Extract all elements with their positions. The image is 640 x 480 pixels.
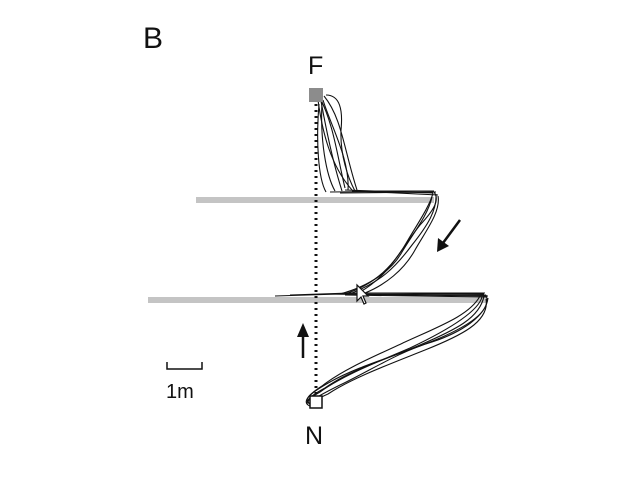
arrow-down-left-icon <box>437 219 462 252</box>
arrow-up-icon <box>297 323 309 358</box>
trace-segment <box>355 190 439 196</box>
panel-label: B <box>143 22 163 55</box>
trace-segment <box>321 101 336 192</box>
trace-segment <box>306 295 481 406</box>
nest-label: N <box>305 422 323 450</box>
trace-segment <box>325 94 356 192</box>
trace-segment <box>364 195 439 294</box>
trace-segment <box>344 294 488 298</box>
mouse-pointer-icon <box>356 283 370 305</box>
route-traces <box>274 94 489 408</box>
trace-segment <box>329 293 489 297</box>
nest-marker <box>309 395 323 409</box>
trace-segment <box>289 292 485 296</box>
trace-segment <box>317 103 327 193</box>
scale-bar <box>166 362 203 370</box>
trace-segment <box>339 196 433 295</box>
trace-segment <box>359 191 437 293</box>
trace-segment <box>307 296 483 405</box>
trace-segment <box>320 100 343 192</box>
feeder-marker <box>309 88 323 102</box>
feeder-label: F <box>308 52 323 80</box>
trace-segment <box>317 99 353 191</box>
trace-segment <box>306 295 485 407</box>
scale-bar-label: 1m <box>166 381 194 403</box>
trace-segment <box>322 99 349 191</box>
trace-segment <box>351 193 437 294</box>
trace-segment <box>323 95 358 191</box>
trace-segment <box>319 97 346 189</box>
